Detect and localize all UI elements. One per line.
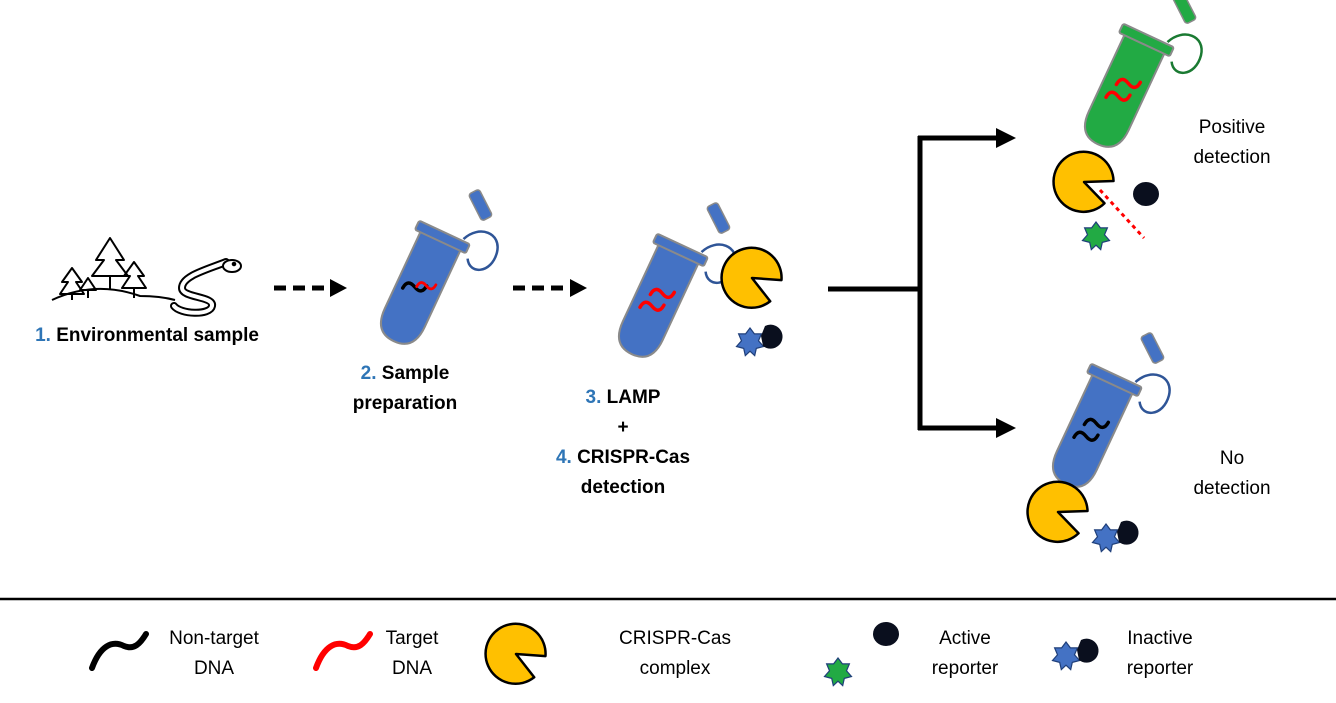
legend-nontarget-line1: Non-target — [169, 628, 259, 649]
inactive-reporter-icon — [737, 325, 783, 356]
legend-target-line2: DNA — [391, 658, 433, 679]
step-2-number: 2. — [360, 363, 377, 384]
dashed-arrow-1-icon — [274, 279, 347, 297]
active-reporter-star-icon — [1081, 221, 1111, 251]
positive-detection-label: Positive detection — [1170, 113, 1294, 173]
step-3-4-label: 3. LAMP + 4. CRISPR-Cas detection — [528, 383, 718, 503]
plus-sign: + — [617, 417, 629, 438]
positive-line1: Positive — [1198, 117, 1266, 138]
dashed-arrow-2-icon — [513, 279, 587, 297]
branch-arrow-icon — [828, 128, 1016, 438]
step-1-number: 1. — [35, 325, 51, 346]
step-4-text-line2: detection — [580, 477, 666, 498]
legend-active-star-icon — [823, 657, 853, 687]
active-reporter-dot-icon — [1133, 182, 1159, 206]
step-2-text-line2: preparation — [352, 393, 458, 414]
positive-line2: detection — [1193, 147, 1271, 168]
legend-inactive-label: Inactive reporter — [1098, 624, 1222, 684]
legend-active-dot-icon — [873, 622, 899, 646]
step-1-label: 1. Environmental sample — [8, 321, 286, 351]
step-4-text: CRISPR-Cas — [577, 447, 691, 468]
no-detection-label: No detection — [1170, 444, 1294, 504]
legend-complex-line2: complex — [639, 658, 711, 679]
legend-cas-complex-icon — [473, 611, 556, 695]
legend-complex-line1: CRISPR-Cas — [619, 628, 731, 649]
forest-icon — [51, 237, 176, 301]
negative-line2: detection — [1193, 478, 1271, 499]
step-2-label: 2. Sample preparation — [320, 359, 490, 419]
step-3-number: 3. — [585, 387, 602, 408]
cas-complex-icon — [709, 235, 792, 319]
inactive-reporter-outcome-icon — [1093, 521, 1139, 552]
negative-tube-icon — [1040, 315, 1190, 508]
legend-active-label: Active reporter — [910, 624, 1020, 684]
legend-inactive-line2: reporter — [1126, 658, 1194, 679]
legend-nontarget-line2: DNA — [193, 658, 235, 679]
legend-target-label: Target DNA — [362, 624, 462, 684]
legend-inactive-reporter-icon — [1053, 639, 1099, 670]
legend-complex-label: CRISPR-Cas complex — [600, 624, 750, 684]
legend-target-line1: Target — [385, 628, 439, 649]
legend-target-dna-icon — [313, 631, 373, 671]
step-1-text: Environmental sample — [56, 325, 259, 346]
negative-line1: No — [1219, 448, 1245, 469]
snake-icon — [170, 258, 242, 317]
step-4-number: 4. — [555, 447, 572, 468]
legend-inactive-line1: Inactive — [1127, 628, 1193, 649]
step-3-text: LAMP — [606, 387, 661, 408]
legend-nontarget-dna-icon — [89, 631, 149, 671]
cleavage-line — [1098, 188, 1146, 240]
cas-complex-active-icon — [1043, 141, 1122, 222]
legend-nontarget-label: Non-target DNA — [150, 624, 278, 684]
sample-tube-icon — [368, 172, 518, 365]
step-2-text: Sample — [381, 363, 450, 384]
legend-active-line1: Active — [939, 628, 991, 649]
legend-active-line2: reporter — [931, 658, 999, 679]
